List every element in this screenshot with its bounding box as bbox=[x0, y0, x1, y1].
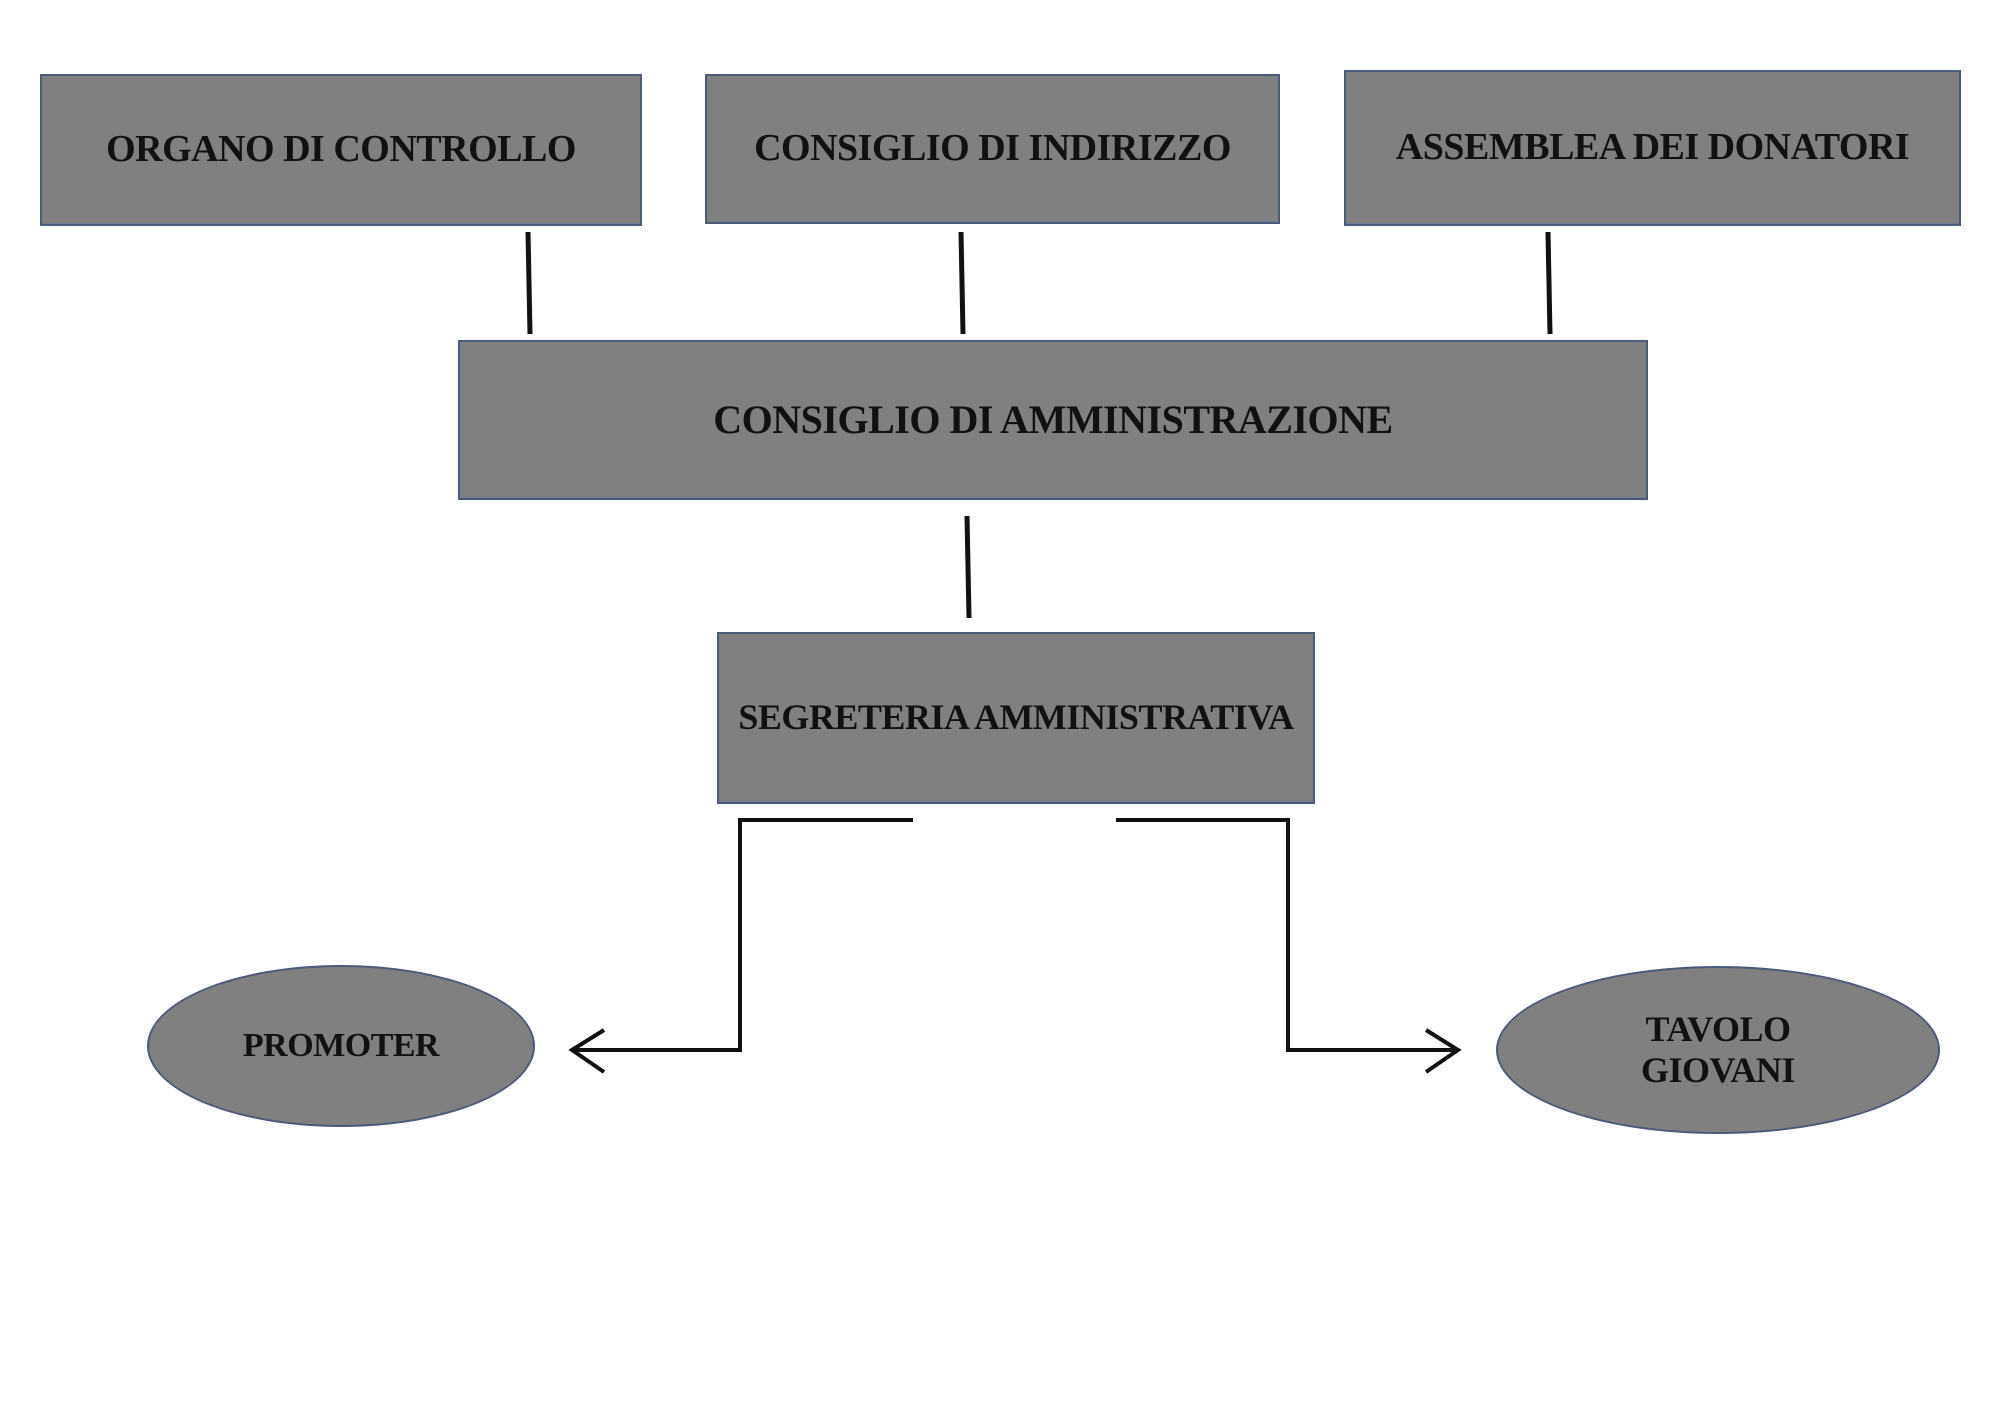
organo-di-controllo-box: ORGANO DI CONTROLLO bbox=[40, 74, 642, 226]
consiglio-di-amministrazione-box: CONSIGLIO DI AMMINISTRAZIONE bbox=[458, 340, 1648, 500]
promoter-label: PROMOTER bbox=[242, 1027, 440, 1065]
assemblea-dei-donatori-box: ASSEMBLEA DEI DONATORI bbox=[1344, 70, 1961, 226]
segreteria-amministrativa-box: SEGRETERIA AMMINISTRATIVA bbox=[717, 632, 1315, 804]
consiglio-di-amministrazione-label: CONSIGLIO DI AMMINISTRAZIONE bbox=[713, 397, 1393, 442]
connector-segreteria-to-promoter bbox=[572, 818, 913, 1052]
connector-cda-to-segreteria bbox=[964, 515, 972, 619]
promoter-arrowhead-icon bbox=[568, 1028, 606, 1074]
consiglio-di-indirizzo-box: CONSIGLIO DI INDIRIZZO bbox=[705, 74, 1280, 224]
tavolo-giovani-node: TAVOLO GIOVANI bbox=[1496, 966, 1940, 1134]
promoter-node: PROMOTER bbox=[147, 965, 535, 1127]
consiglio-di-indirizzo-label: CONSIGLIO DI INDIRIZZO bbox=[754, 127, 1231, 170]
segreteria-amministrativa-label: SEGRETERIA AMMINISTRATIVA bbox=[738, 697, 1294, 738]
connector-indirizzo-to-cda bbox=[958, 231, 966, 335]
tavolo-arrowhead-icon bbox=[1424, 1028, 1462, 1074]
connector-organo-to-cda bbox=[525, 231, 533, 335]
tavolo-giovani-label: TAVOLO GIOVANI bbox=[1641, 1008, 1795, 1090]
connector-assemblea-to-cda bbox=[1545, 231, 1553, 335]
connector-segreteria-to-tavolo bbox=[1116, 818, 1458, 1052]
organo-di-controllo-label: ORGANO DI CONTROLLO bbox=[106, 128, 576, 171]
assemblea-dei-donatori-label: ASSEMBLEA DEI DONATORI bbox=[1395, 126, 1910, 169]
